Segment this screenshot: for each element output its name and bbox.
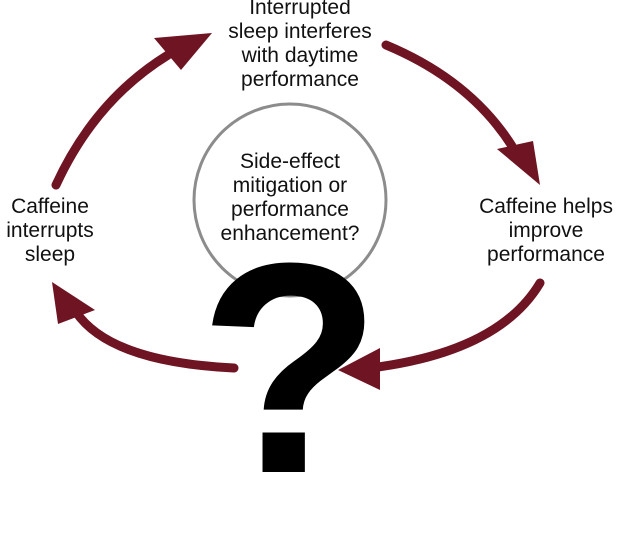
arrow-top-to-right xyxy=(381,40,517,151)
question-mark: ? xyxy=(198,200,382,536)
node-caffeine-interrupts-sleep: Caffeine interrupts sleep xyxy=(6,195,94,266)
center-question-text: Side-effect mitigation or performance en… xyxy=(220,150,360,245)
arrowhead-center-to-left xyxy=(52,282,95,324)
arrow-left-to-top xyxy=(51,50,173,190)
arrow-right-to-center xyxy=(373,278,545,372)
node-caffeine-improves-performance: Caffeine helps improve performance xyxy=(479,195,613,266)
cycle-diagram xyxy=(51,33,545,390)
arrowhead-right-to-center xyxy=(338,348,380,390)
arrowhead-left-to-top xyxy=(154,33,212,70)
center-circle xyxy=(192,102,388,298)
arrow-center-to-left xyxy=(71,307,239,373)
arrowhead-top-to-right xyxy=(497,141,540,185)
node-interrupted-sleep: Interrupted sleep interferes with daytim… xyxy=(228,0,372,91)
